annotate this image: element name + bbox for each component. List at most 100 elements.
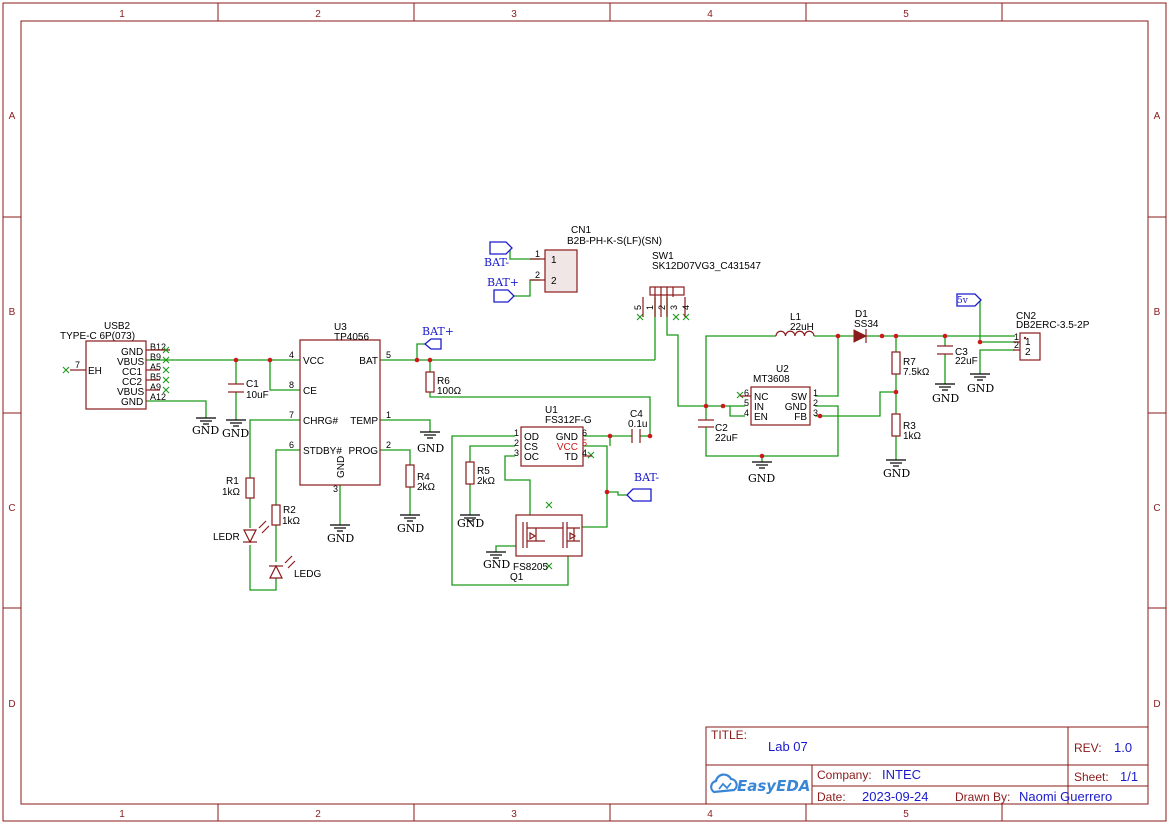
- c2-capacitor[interactable]: C2 22uF: [698, 419, 738, 444]
- c3-value: 22uF: [955, 356, 978, 367]
- u3-pin-ce: CE: [303, 386, 317, 397]
- sw1-switch[interactable]: SW1 SK12D07VG3_C431547 5 1 2 3 4: [633, 251, 761, 317]
- c2-value: 22uF: [715, 433, 738, 444]
- cn2-pinnum-1: 1: [1014, 332, 1019, 342]
- company-label: Company:: [817, 768, 872, 782]
- ledr-led[interactable]: LEDR: [213, 520, 270, 544]
- usb2-connector[interactable]: USB2 TYPE-C 6P(073) GND VBUS CC1 CC2 VBU…: [60, 321, 170, 410]
- u2-pinnum-4: 4: [744, 408, 749, 418]
- c3-ref: C3: [955, 347, 968, 358]
- cn1-pinnum-2: 2: [535, 270, 540, 280]
- u1-pinnum-6: 6: [582, 428, 587, 438]
- sheet-label: Sheet:: [1074, 770, 1109, 784]
- u1-pinnum-3: 3: [514, 448, 519, 458]
- easyeda-logo: EasyEDA: [710, 773, 810, 795]
- usb2-pin-cc1: CC1: [122, 367, 142, 378]
- row-label-right-d: D: [1153, 699, 1160, 710]
- row-label-right-c: C: [1153, 503, 1160, 514]
- u1-pin-od: OD: [524, 432, 539, 443]
- u1-pin-oc: OC: [524, 452, 539, 463]
- u1-pin-gnd: GND: [556, 432, 578, 443]
- gnd-usb: GND: [192, 417, 219, 437]
- u2-pinnum-3: 3: [813, 408, 818, 418]
- gnd-q1: GND: [483, 551, 510, 571]
- usb2-pin-vbus: VBUS: [117, 357, 145, 368]
- r3-ref: R3: [903, 421, 916, 432]
- l1-ref: L1: [790, 312, 802, 323]
- r2-resistor[interactable]: R2 1kΩ: [271, 504, 301, 527]
- u3-pinnum-8: 8: [289, 380, 294, 390]
- u3-pinnum-7: 7: [289, 410, 294, 420]
- col-label-bottom-1: 1: [119, 809, 125, 820]
- col-label-top-4: 4: [707, 9, 713, 20]
- c1-capacitor[interactable]: C1 10uF: [228, 379, 269, 401]
- u1-pinnum-1: 1: [514, 428, 519, 438]
- u1-pin-td: TD: [565, 452, 578, 463]
- row-label-left-c: C: [8, 503, 15, 514]
- u2-mt3608[interactable]: U2 MT3608 NC IN EN 6 5 4 SW GND FB 1 2 3: [740, 364, 818, 426]
- svg-text:GND: GND: [192, 424, 219, 437]
- logo-text: EasyEDA: [737, 777, 810, 795]
- cn2-output-connector[interactable]: CN2 DB2ERC-3.5-2P 1 2 1 2: [1013, 311, 1090, 361]
- svg-text:GND: GND: [748, 472, 775, 485]
- q1-fs8205[interactable]: FS8205 Q1: [510, 514, 583, 583]
- u3-ref: U3: [334, 322, 347, 333]
- svg-text:GND: GND: [932, 392, 959, 405]
- usb2-pinnum-a5: A5: [150, 362, 161, 372]
- sw1-pinnum-2: 2: [657, 305, 667, 310]
- svg-text:GND: GND: [222, 427, 249, 440]
- sw1-pinnum-5: 5: [633, 305, 643, 310]
- u1-fs312f[interactable]: U1 FS312F-G OD CS OC 1 2 3 GND VCC TD 6 …: [514, 405, 592, 467]
- svg-text:GND: GND: [327, 532, 354, 545]
- r2-value: 1kΩ: [282, 516, 301, 527]
- r1-resistor[interactable]: R1 1kΩ: [222, 476, 255, 499]
- sw1-ref: SW1: [652, 251, 674, 262]
- cn1-value: B2B-PH-K-S(LF)(SN): [567, 236, 662, 247]
- col-label-top-2: 2: [315, 9, 321, 20]
- u2-pinnum-2: 2: [813, 398, 818, 408]
- c3-capacitor[interactable]: C3 22uF: [937, 345, 978, 367]
- u3-pinnum-6: 6: [289, 440, 294, 450]
- col-label-top-1: 1: [119, 9, 125, 20]
- u2-pinnum-5: 5: [744, 398, 749, 408]
- d1-diode[interactable]: D1 SS34: [853, 309, 879, 343]
- col-label-bottom-4: 4: [707, 809, 713, 820]
- cn1-battery-connector[interactable]: CN1 B2B-PH-K-S(LF)(SN) 1 2 1 2: [530, 225, 662, 293]
- r7-resistor[interactable]: R7 7.5kΩ: [891, 351, 930, 378]
- usb2-pinnum-b9: B9: [150, 352, 161, 362]
- d1-value: SS34: [854, 319, 879, 330]
- u1-ref: U1: [545, 405, 558, 416]
- r3-resistor[interactable]: R3 1kΩ: [891, 413, 922, 442]
- col-label-bottom-3: 3: [511, 809, 517, 820]
- date-value: 2023-09-24: [862, 789, 929, 804]
- title-block: TITLE: Lab 07 REV: 1.0 Company: INTEC Sh…: [705, 726, 1149, 805]
- u3-tp4056[interactable]: U3 TP4056 VCC CE CHRG# STDBY# 4 8 7 6 BA…: [289, 322, 391, 494]
- u3-pin-stdby: STDBY#: [303, 446, 342, 457]
- cn2-pinnum-2: 2: [1014, 340, 1019, 350]
- u2-pin-gnd: GND: [785, 402, 807, 413]
- u3-pinnum-5: 5: [386, 350, 391, 360]
- r4-resistor[interactable]: R4 2kΩ: [405, 464, 436, 493]
- r7-ref: R7: [903, 357, 916, 368]
- c4-capacitor[interactable]: C4 0.1u: [628, 409, 647, 443]
- usb2-pin-cc2: CC2: [122, 377, 142, 388]
- usb2-pinnum-eh: 7: [75, 360, 80, 370]
- cn2-pin-1: 1: [1025, 337, 1031, 348]
- ledg-led[interactable]: LEDG: [269, 555, 321, 580]
- cn1-pin-2: 2: [551, 276, 557, 287]
- r7-value: 7.5kΩ: [903, 367, 930, 378]
- usb2-pinnum-b12: B12: [150, 342, 166, 352]
- u3-pin-vcc: VCC: [303, 356, 324, 367]
- junctions: [233, 333, 983, 495]
- u1-value: FS312F-G: [545, 415, 592, 426]
- r5-resistor[interactable]: R5 2kΩ: [465, 461, 496, 487]
- l1-inductor[interactable]: L1 22uH: [775, 312, 815, 337]
- sheet-value: 1/1: [1120, 769, 1138, 784]
- row-label-left-d: D: [8, 699, 15, 710]
- gnd-u2: GND: [748, 461, 775, 485]
- u1-pinnum-5: 5: [582, 438, 587, 448]
- gnd-c1: GND: [222, 419, 249, 440]
- sw1-pinnum-1: 1: [645, 305, 655, 310]
- r6-resistor[interactable]: R6 100Ω: [425, 371, 462, 397]
- q1-ref: Q1: [510, 572, 524, 583]
